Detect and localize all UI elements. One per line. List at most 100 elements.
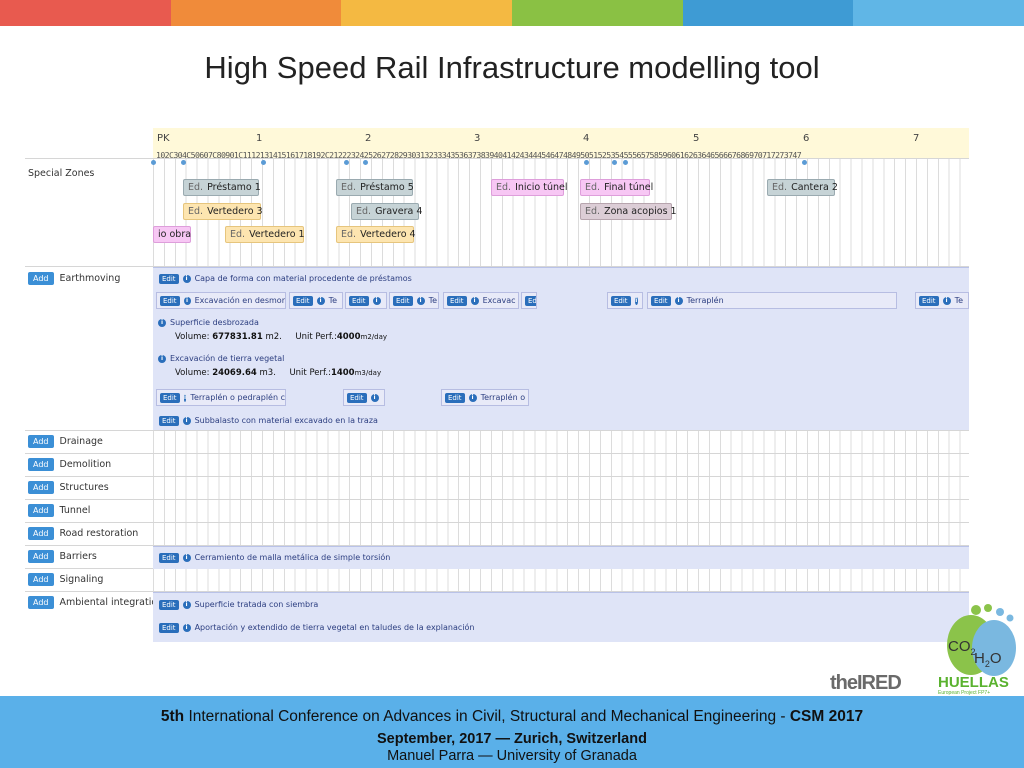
info-icon[interactable]: i bbox=[158, 354, 166, 363]
info-icon[interactable]: i bbox=[182, 274, 191, 283]
info-icon[interactable]: i bbox=[182, 600, 191, 609]
edit-link[interactable]: Ed. bbox=[341, 182, 357, 193]
zone-label: Préstamo 1 bbox=[207, 182, 261, 193]
perf-value: 4000 bbox=[336, 332, 361, 342]
conference-name: International Conference on Advances in … bbox=[184, 708, 790, 725]
edit-button[interactable]: Edit bbox=[159, 552, 179, 563]
info-icon[interactable]: i bbox=[182, 416, 191, 425]
row-separator bbox=[25, 476, 969, 477]
edit-link[interactable]: Ed. bbox=[356, 206, 372, 217]
edit-button[interactable]: Edit bbox=[611, 295, 631, 306]
edit-button[interactable]: Edit bbox=[159, 415, 179, 426]
add-structures-button[interactable]: Add bbox=[28, 481, 54, 494]
task-label: Aportación y extendido de tierra vegetal… bbox=[194, 623, 475, 632]
edit-button[interactable]: Edit bbox=[393, 295, 413, 306]
edit-button[interactable]: Edit bbox=[159, 273, 179, 284]
edit-button[interactable]: Edit bbox=[160, 295, 180, 306]
zone-vertedero-3[interactable]: Ed.Vertedero 3 bbox=[183, 203, 263, 220]
zone-vertedero-1[interactable]: Ed.Vertedero 1 bbox=[225, 226, 305, 243]
add-ambiental-button[interactable]: Add bbox=[28, 596, 54, 609]
info-icon[interactable]: i bbox=[416, 296, 425, 305]
row-separator bbox=[25, 266, 969, 267]
edit-link[interactable]: Ed. bbox=[585, 182, 601, 193]
edit-button[interactable]: Edit bbox=[445, 392, 465, 403]
zone-final-tunel[interactable]: Ed.Final túnel bbox=[580, 179, 653, 196]
edit-button[interactable]: Edit bbox=[919, 295, 939, 306]
zone-gravera-4[interactable]: Ed.Gravera 4 bbox=[351, 203, 422, 220]
edit-link[interactable]: Ed. bbox=[585, 206, 601, 217]
edit-button[interactable]: Edit bbox=[651, 295, 671, 306]
zone-prestamo-5[interactable]: Ed.Préstamo 5 bbox=[336, 179, 414, 196]
zone-inicio-tunel[interactable]: Ed.Inicio túnel bbox=[491, 179, 568, 196]
info-icon[interactable]: i bbox=[634, 296, 638, 305]
zone-vertedero-4[interactable]: Ed.Vertedero 4 bbox=[336, 226, 416, 243]
category-label: Road restoration bbox=[59, 528, 139, 539]
info-icon[interactable]: i bbox=[183, 393, 187, 402]
edit-link[interactable]: Ed. bbox=[188, 182, 204, 193]
info-icon[interactable]: i bbox=[372, 296, 381, 305]
info-icon[interactable]: i bbox=[158, 318, 166, 327]
edit-link[interactable]: Ed. bbox=[188, 206, 204, 217]
info-icon[interactable]: i bbox=[182, 553, 191, 562]
add-earthmoving-button[interactable]: Add bbox=[28, 272, 54, 285]
zone-inicio-obra[interactable]: io obra bbox=[153, 226, 191, 243]
info-icon[interactable]: i bbox=[316, 296, 325, 305]
ambiental-band bbox=[153, 592, 969, 642]
info-icon[interactable]: i bbox=[674, 296, 683, 305]
zone-pin bbox=[584, 160, 589, 165]
edit-button[interactable]: Edit bbox=[349, 295, 369, 306]
perf-label: Unit Perf.: bbox=[289, 368, 331, 378]
edit-link[interactable]: Ed. bbox=[230, 229, 246, 240]
task-label: Terraplén o pedraplén c bbox=[190, 393, 285, 402]
info-icon[interactable]: i bbox=[470, 296, 479, 305]
zone-prestamo-1[interactable]: Ed.Préstamo 1 bbox=[183, 179, 261, 196]
task-short-b[interactable]: Edit bbox=[521, 292, 537, 309]
edit-link[interactable]: Ed. bbox=[772, 182, 788, 193]
row-separator bbox=[25, 499, 969, 500]
info-icon[interactable]: i bbox=[370, 393, 379, 402]
edit-button[interactable]: Edit bbox=[293, 295, 313, 306]
zone-pin bbox=[623, 160, 628, 165]
edit-button[interactable]: Edit bbox=[159, 622, 179, 633]
info-icon[interactable]: i bbox=[942, 296, 951, 305]
edit-button[interactable]: Edit bbox=[347, 392, 367, 403]
zone-cantera-2[interactable]: Ed.Cantera 2 bbox=[767, 179, 838, 196]
edit-button[interactable]: Edit bbox=[525, 295, 536, 306]
add-tunnel-button[interactable]: Add bbox=[28, 504, 54, 517]
edit-button[interactable]: Edit bbox=[447, 295, 467, 306]
add-drainage-button[interactable]: Add bbox=[28, 435, 54, 448]
edit-button[interactable]: Edit bbox=[159, 599, 179, 610]
add-demolition-button[interactable]: Add bbox=[28, 458, 54, 471]
edit-link[interactable]: Ed. bbox=[341, 229, 357, 240]
zone-zona-acopios-1[interactable]: Ed.Zona acopios 1 bbox=[580, 203, 677, 220]
add-barriers-button[interactable]: Add bbox=[28, 550, 54, 563]
info-icon[interactable]: i bbox=[468, 393, 477, 402]
zone-label: Inicio túnel bbox=[515, 182, 568, 193]
zone-pin bbox=[612, 160, 617, 165]
footprint-right-shape bbox=[972, 620, 1016, 676]
task-label: Te bbox=[428, 296, 438, 305]
add-road-restoration-button[interactable]: Add bbox=[28, 527, 54, 540]
edit-link[interactable]: Ed. bbox=[496, 182, 512, 193]
info-icon[interactable]: i bbox=[183, 296, 191, 305]
footer-bar bbox=[0, 696, 1024, 768]
add-signaling-button[interactable]: Add bbox=[28, 573, 54, 586]
edit-button[interactable]: Edit bbox=[160, 392, 180, 403]
info-icon[interactable]: i bbox=[182, 623, 191, 632]
